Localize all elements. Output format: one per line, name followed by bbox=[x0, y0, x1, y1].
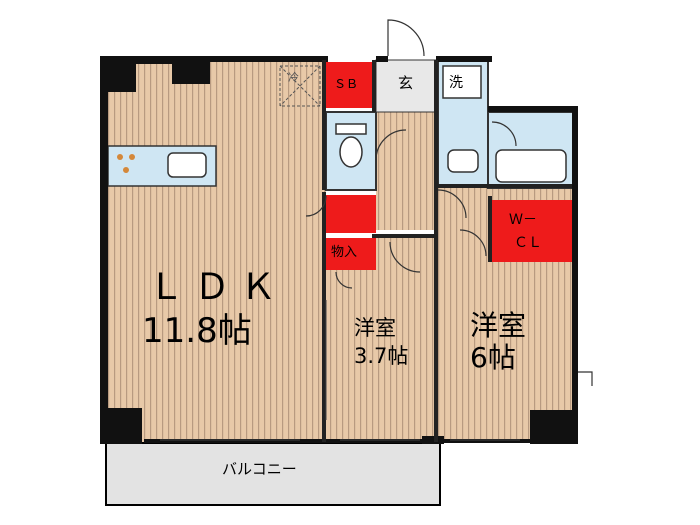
ldk-label: ＬＤＫ bbox=[148, 267, 287, 308]
hall-closet-door bbox=[305, 195, 327, 217]
entrance-label: 玄 bbox=[398, 74, 414, 92]
wash-basin-icon bbox=[447, 149, 479, 173]
entrance-door bbox=[387, 19, 425, 57]
windows bbox=[160, 300, 520, 441]
hallway-floor bbox=[376, 100, 438, 230]
balcony-label: バルコニー bbox=[222, 460, 297, 478]
room2-label: 洋室 bbox=[470, 309, 527, 342]
walk-in-closet-label-line1: Ｗ－ bbox=[509, 212, 537, 228]
shoe-box-closet bbox=[326, 62, 376, 108]
storage-closet bbox=[326, 238, 376, 270]
washer-space bbox=[442, 65, 482, 99]
sink-icon bbox=[167, 152, 207, 178]
walk-in-closet-label-line2: ＣＬ bbox=[514, 235, 542, 251]
entrance-floor bbox=[375, 59, 439, 113]
walk-in-closet bbox=[490, 200, 572, 262]
storage-label: 物入 bbox=[331, 245, 358, 260]
wic-door bbox=[459, 229, 487, 257]
room1-size: 3.7帖 bbox=[354, 344, 409, 368]
room1-door bbox=[389, 241, 421, 273]
hall-closet bbox=[326, 195, 376, 233]
toilet-door bbox=[375, 129, 407, 161]
ldk-size: 11.8帖 bbox=[142, 311, 252, 351]
refrigerator-space bbox=[279, 65, 321, 107]
washer-label: 洗 bbox=[449, 75, 463, 91]
room2-door bbox=[437, 189, 467, 219]
balcony-area bbox=[105, 442, 441, 506]
interior-walls bbox=[322, 60, 572, 442]
balcony-door bbox=[578, 371, 593, 386]
bath-door bbox=[491, 121, 517, 147]
room2-size: 6帖 bbox=[470, 341, 516, 374]
room1-label: 洋室 bbox=[354, 316, 396, 340]
storage-door bbox=[335, 271, 353, 289]
shoe-box-label: ＳＢ bbox=[334, 77, 359, 91]
bathtub-icon bbox=[495, 149, 567, 183]
ldk-floor bbox=[108, 60, 326, 443]
walls bbox=[100, 56, 578, 444]
toilet-icon bbox=[335, 123, 367, 168]
doors bbox=[305, 19, 593, 386]
refrigerator-label: 冷 bbox=[288, 71, 299, 84]
stove-icon bbox=[117, 154, 135, 173]
